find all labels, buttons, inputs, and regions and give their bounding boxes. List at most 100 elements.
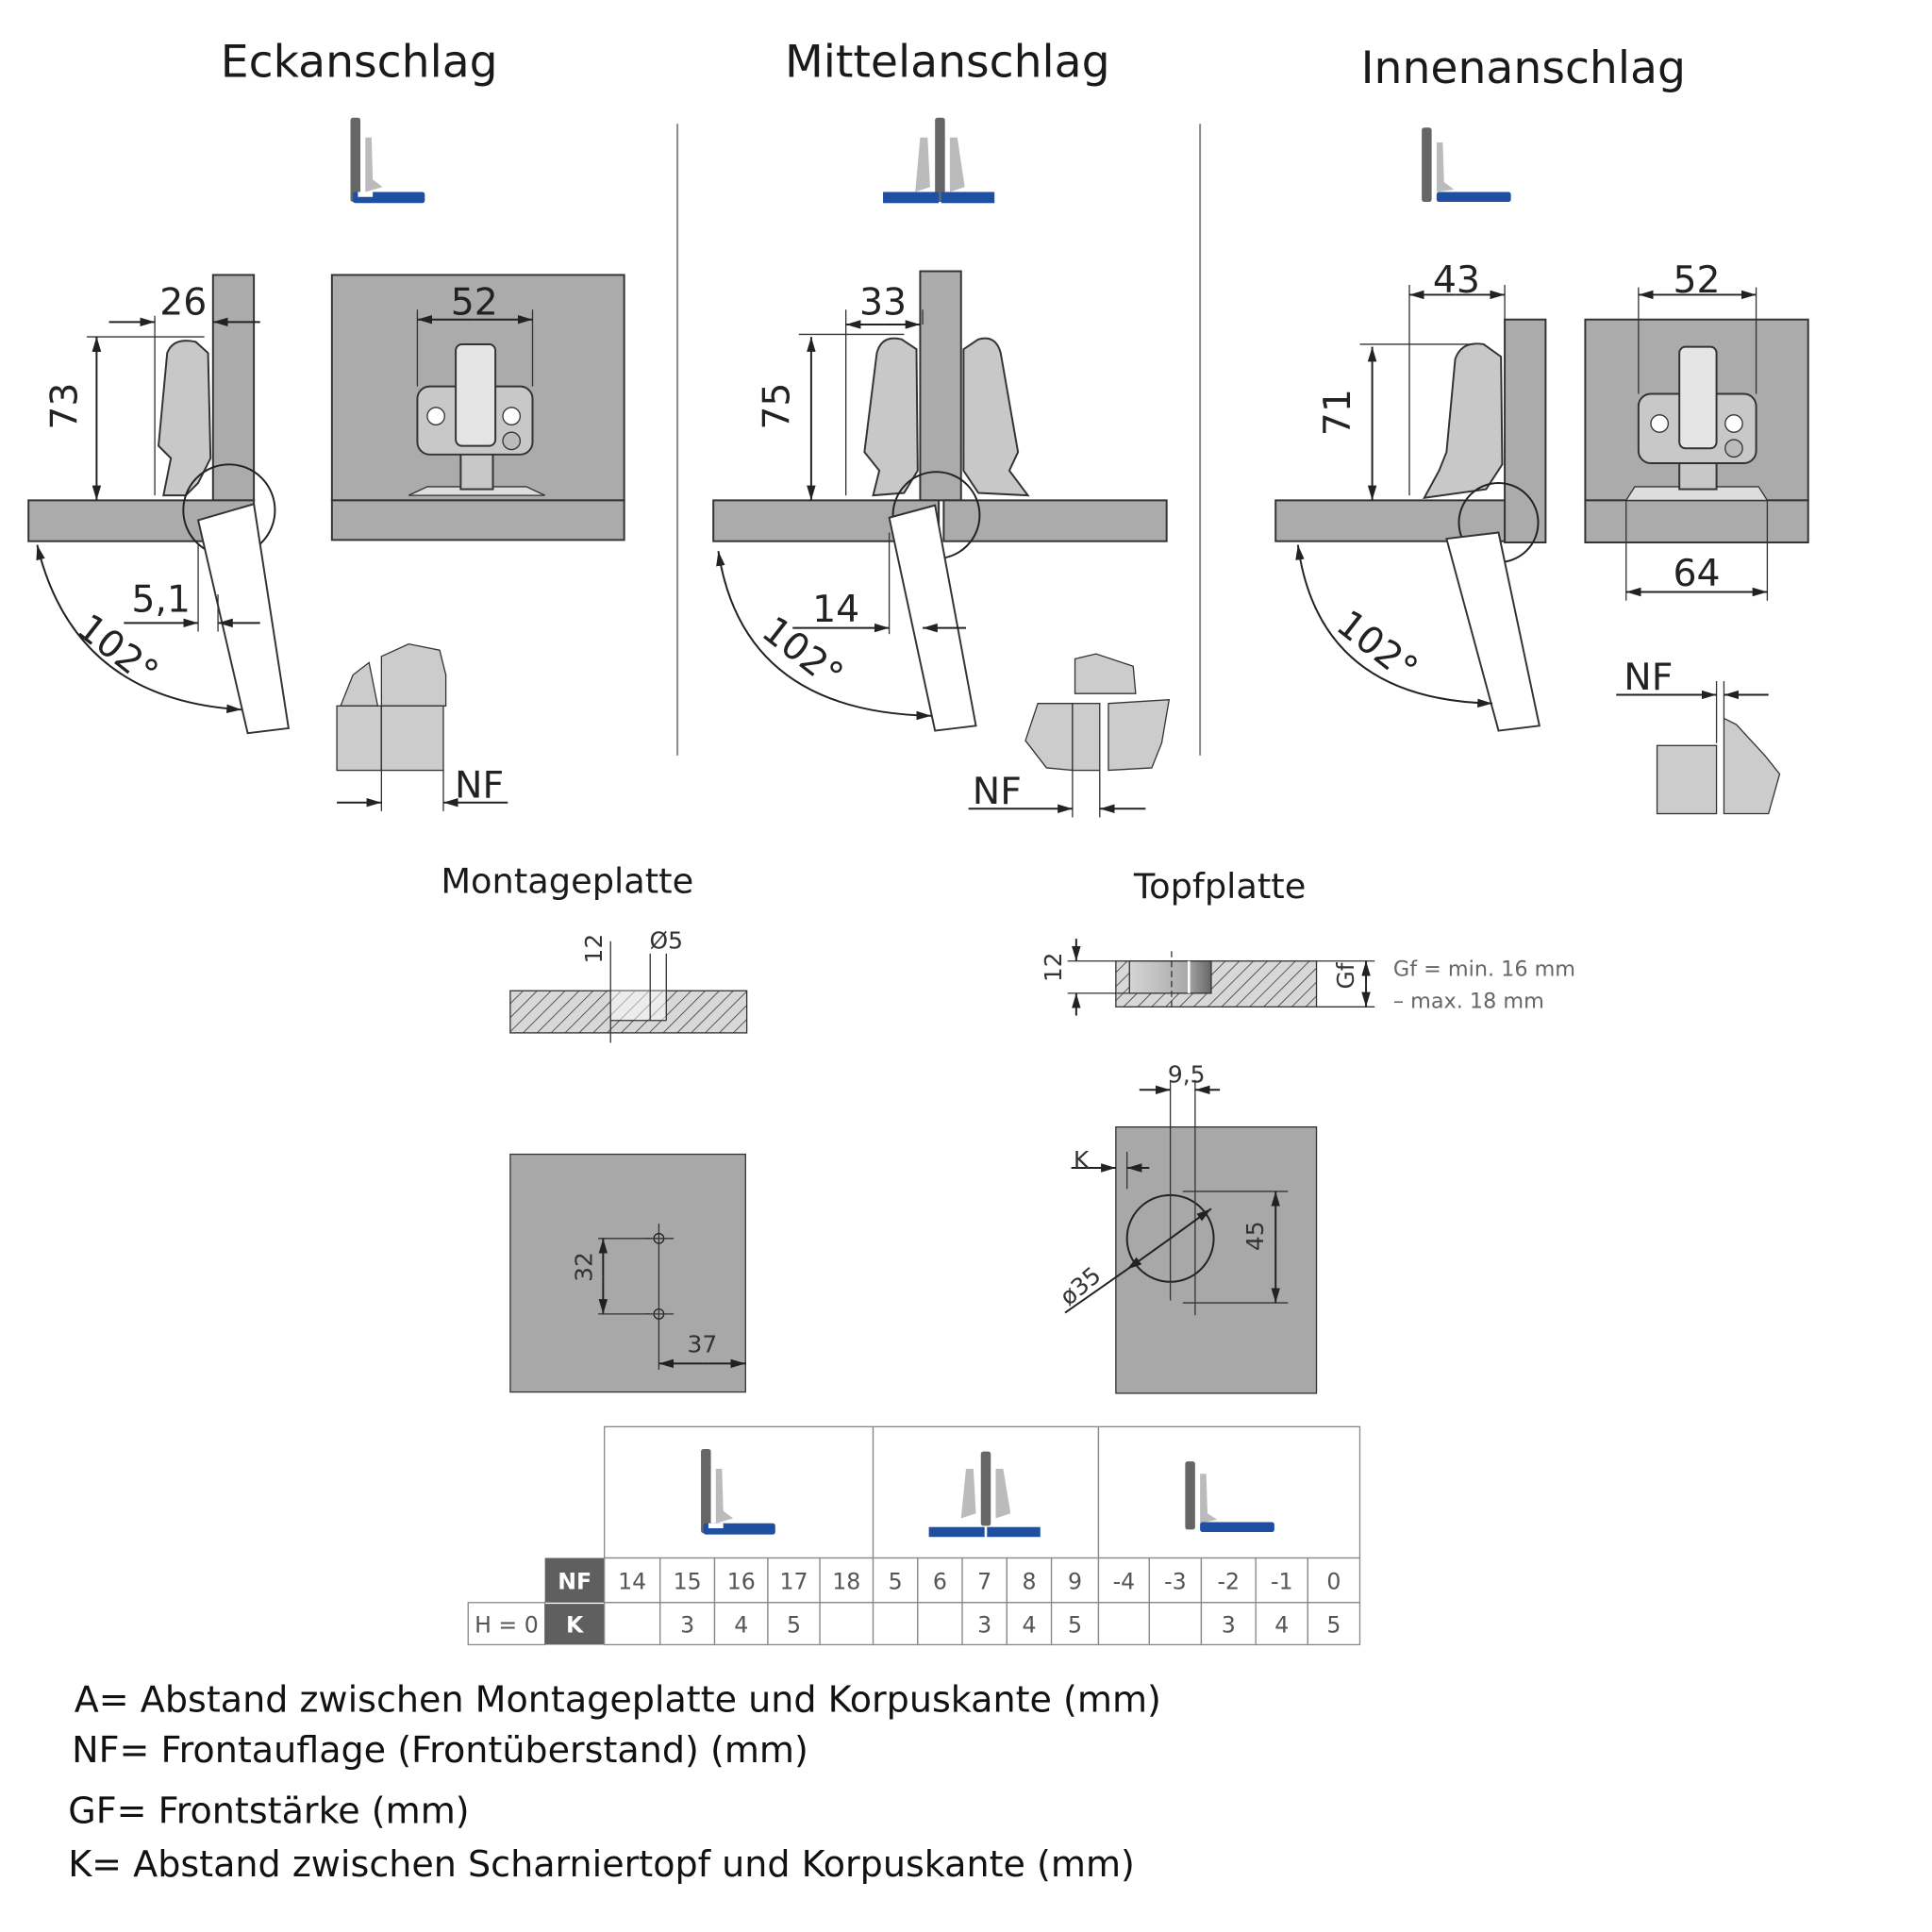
dim-height: 71 — [1316, 389, 1359, 436]
mittelanschlag-side-view — [712, 270, 1168, 732]
dim-12: 12 — [1040, 952, 1067, 982]
k-cell — [604, 1602, 661, 1646]
dim-plate-bottom: 64 — [1674, 552, 1721, 595]
nf-cell-value: 18 — [832, 1568, 860, 1594]
dim-height: 73 — [42, 383, 86, 430]
nf-cell-value: 14 — [618, 1568, 646, 1594]
nf-k-table: NF K H = 0 14 15 3 16 4 17 5 18 5 6 7 3 8 4 9 5 -4 -3 -2 3 -… — [467, 1425, 1361, 1646]
title-mittelanschlag: Mittelanschlag — [785, 36, 1110, 88]
dim-offset: 5,1 — [131, 578, 191, 622]
k-label: K — [1074, 1146, 1090, 1174]
montageplatte-section-view — [509, 941, 748, 1043]
title-innenanschlag: Innenanschlag — [1361, 42, 1686, 94]
k-cell-value: 3 — [1222, 1611, 1236, 1638]
overlay-hinge-icon — [350, 117, 425, 204]
nf-cell-value: -3 — [1164, 1568, 1187, 1594]
k-cell — [961, 1602, 1008, 1646]
k-cell — [819, 1602, 874, 1646]
k-cell — [1307, 1602, 1361, 1646]
dim-width: 33 — [859, 280, 907, 324]
inset-hinge-icon — [1185, 1461, 1274, 1532]
innenanschlag-side-view — [1274, 284, 1547, 732]
k-cell-value: 5 — [1068, 1611, 1082, 1638]
nf-cell — [604, 1557, 661, 1604]
inset-hinge-icon — [1422, 127, 1511, 202]
dim-plate: 52 — [1674, 258, 1721, 302]
eckanschlag-nf-detail — [336, 642, 508, 811]
dim-9-5: 9,5 — [1168, 1060, 1206, 1088]
dim-d35: ø35 — [1055, 1261, 1107, 1310]
nf-cell-value: 15 — [674, 1568, 702, 1594]
legend-k: K= Abstand zwischen Scharniertopf und Ko… — [68, 1843, 1135, 1885]
nf-cell-value: 0 — [1326, 1568, 1341, 1594]
k-cell-value: 3 — [977, 1611, 991, 1638]
angle-label: 102° — [1328, 602, 1425, 691]
nf-label: NF — [455, 763, 504, 807]
title-eckanschlag: Eckanschlag — [221, 36, 498, 88]
k-cell — [1050, 1602, 1100, 1646]
nf-cell-value: 9 — [1068, 1568, 1082, 1594]
legend-nf: NF= Frontauflage (Frontüberstand) (mm) — [72, 1729, 808, 1771]
nf-label: NF — [1624, 656, 1673, 699]
k-cell — [1255, 1602, 1308, 1646]
dim-37: 37 — [688, 1331, 718, 1358]
gf-note-max: – max. 18 mm — [1393, 990, 1544, 1014]
nf-cell-value: 6 — [933, 1568, 947, 1594]
nf-cell-value: 16 — [727, 1568, 756, 1594]
nf-cell — [1148, 1557, 1203, 1604]
nf-cell — [872, 1557, 919, 1604]
h-label: H = 0 — [475, 1611, 539, 1638]
nf-cell-value: 17 — [779, 1568, 808, 1594]
legend-gf: GF= Frontstärke (mm) — [68, 1790, 469, 1831]
nf-cell-value: -1 — [1271, 1568, 1293, 1594]
nf-cell — [819, 1557, 874, 1604]
dim-12: 12 — [580, 934, 608, 964]
nf-cell-value: -4 — [1113, 1568, 1136, 1594]
k-cell — [1006, 1602, 1053, 1646]
gf-note-min: Gf = min. 16 mm — [1393, 958, 1575, 982]
dim-45: 45 — [1241, 1221, 1269, 1251]
nf-cell — [1255, 1557, 1308, 1604]
dim-width: 26 — [159, 280, 207, 324]
dim-offset: 14 — [812, 588, 859, 631]
k-cell-value: 5 — [1326, 1611, 1341, 1638]
k-cell-value: 3 — [680, 1611, 694, 1638]
nf-cell-value: 8 — [1022, 1568, 1036, 1594]
nf-cell-value: -2 — [1218, 1568, 1241, 1594]
innenanschlag-front-view — [1584, 287, 1809, 601]
innenanschlag-nf-detail — [1616, 681, 1781, 815]
eckanschlag-front-view — [330, 274, 625, 541]
topfplatte-front-view — [1064, 1079, 1318, 1394]
half-overlay-hinge-icon — [883, 117, 995, 204]
nf-cell-value: 7 — [977, 1568, 991, 1594]
k-cell — [659, 1602, 716, 1646]
topfplatte-title: Topfplatte — [1133, 866, 1306, 907]
nf-cell — [1050, 1557, 1100, 1604]
dim-32: 32 — [571, 1252, 598, 1282]
k-header: K — [566, 1611, 585, 1638]
montageplatte-title: Montageplatte — [441, 861, 693, 902]
k-cell — [713, 1602, 769, 1646]
nf-label: NF — [973, 770, 1022, 813]
half-overlay-hinge-icon — [928, 1451, 1041, 1538]
k-cell-value: 4 — [1274, 1611, 1289, 1638]
montageplatte-front-view — [509, 1153, 746, 1393]
dim-height: 75 — [755, 383, 798, 430]
k-cell-value: 4 — [734, 1611, 748, 1638]
eckanschlag-side-view — [27, 274, 291, 735]
topfplatte-section-view — [1067, 939, 1375, 1016]
dim-d5: Ø5 — [650, 927, 684, 955]
mittelanschlag-nf-detail — [968, 653, 1171, 818]
legend-a: A= Abstand zwischen Montageplatte und Ko… — [75, 1678, 1161, 1720]
nf-cell-value: 5 — [889, 1568, 903, 1594]
dim-width: 43 — [1433, 258, 1480, 302]
nf-header: NF — [558, 1568, 591, 1594]
k-cell-value: 4 — [1022, 1611, 1036, 1638]
k-cell — [1097, 1602, 1150, 1646]
gf-label: Gf — [1332, 961, 1359, 989]
k-cell — [1148, 1602, 1203, 1646]
k-cell — [917, 1602, 963, 1646]
dim-plate: 52 — [451, 280, 498, 324]
